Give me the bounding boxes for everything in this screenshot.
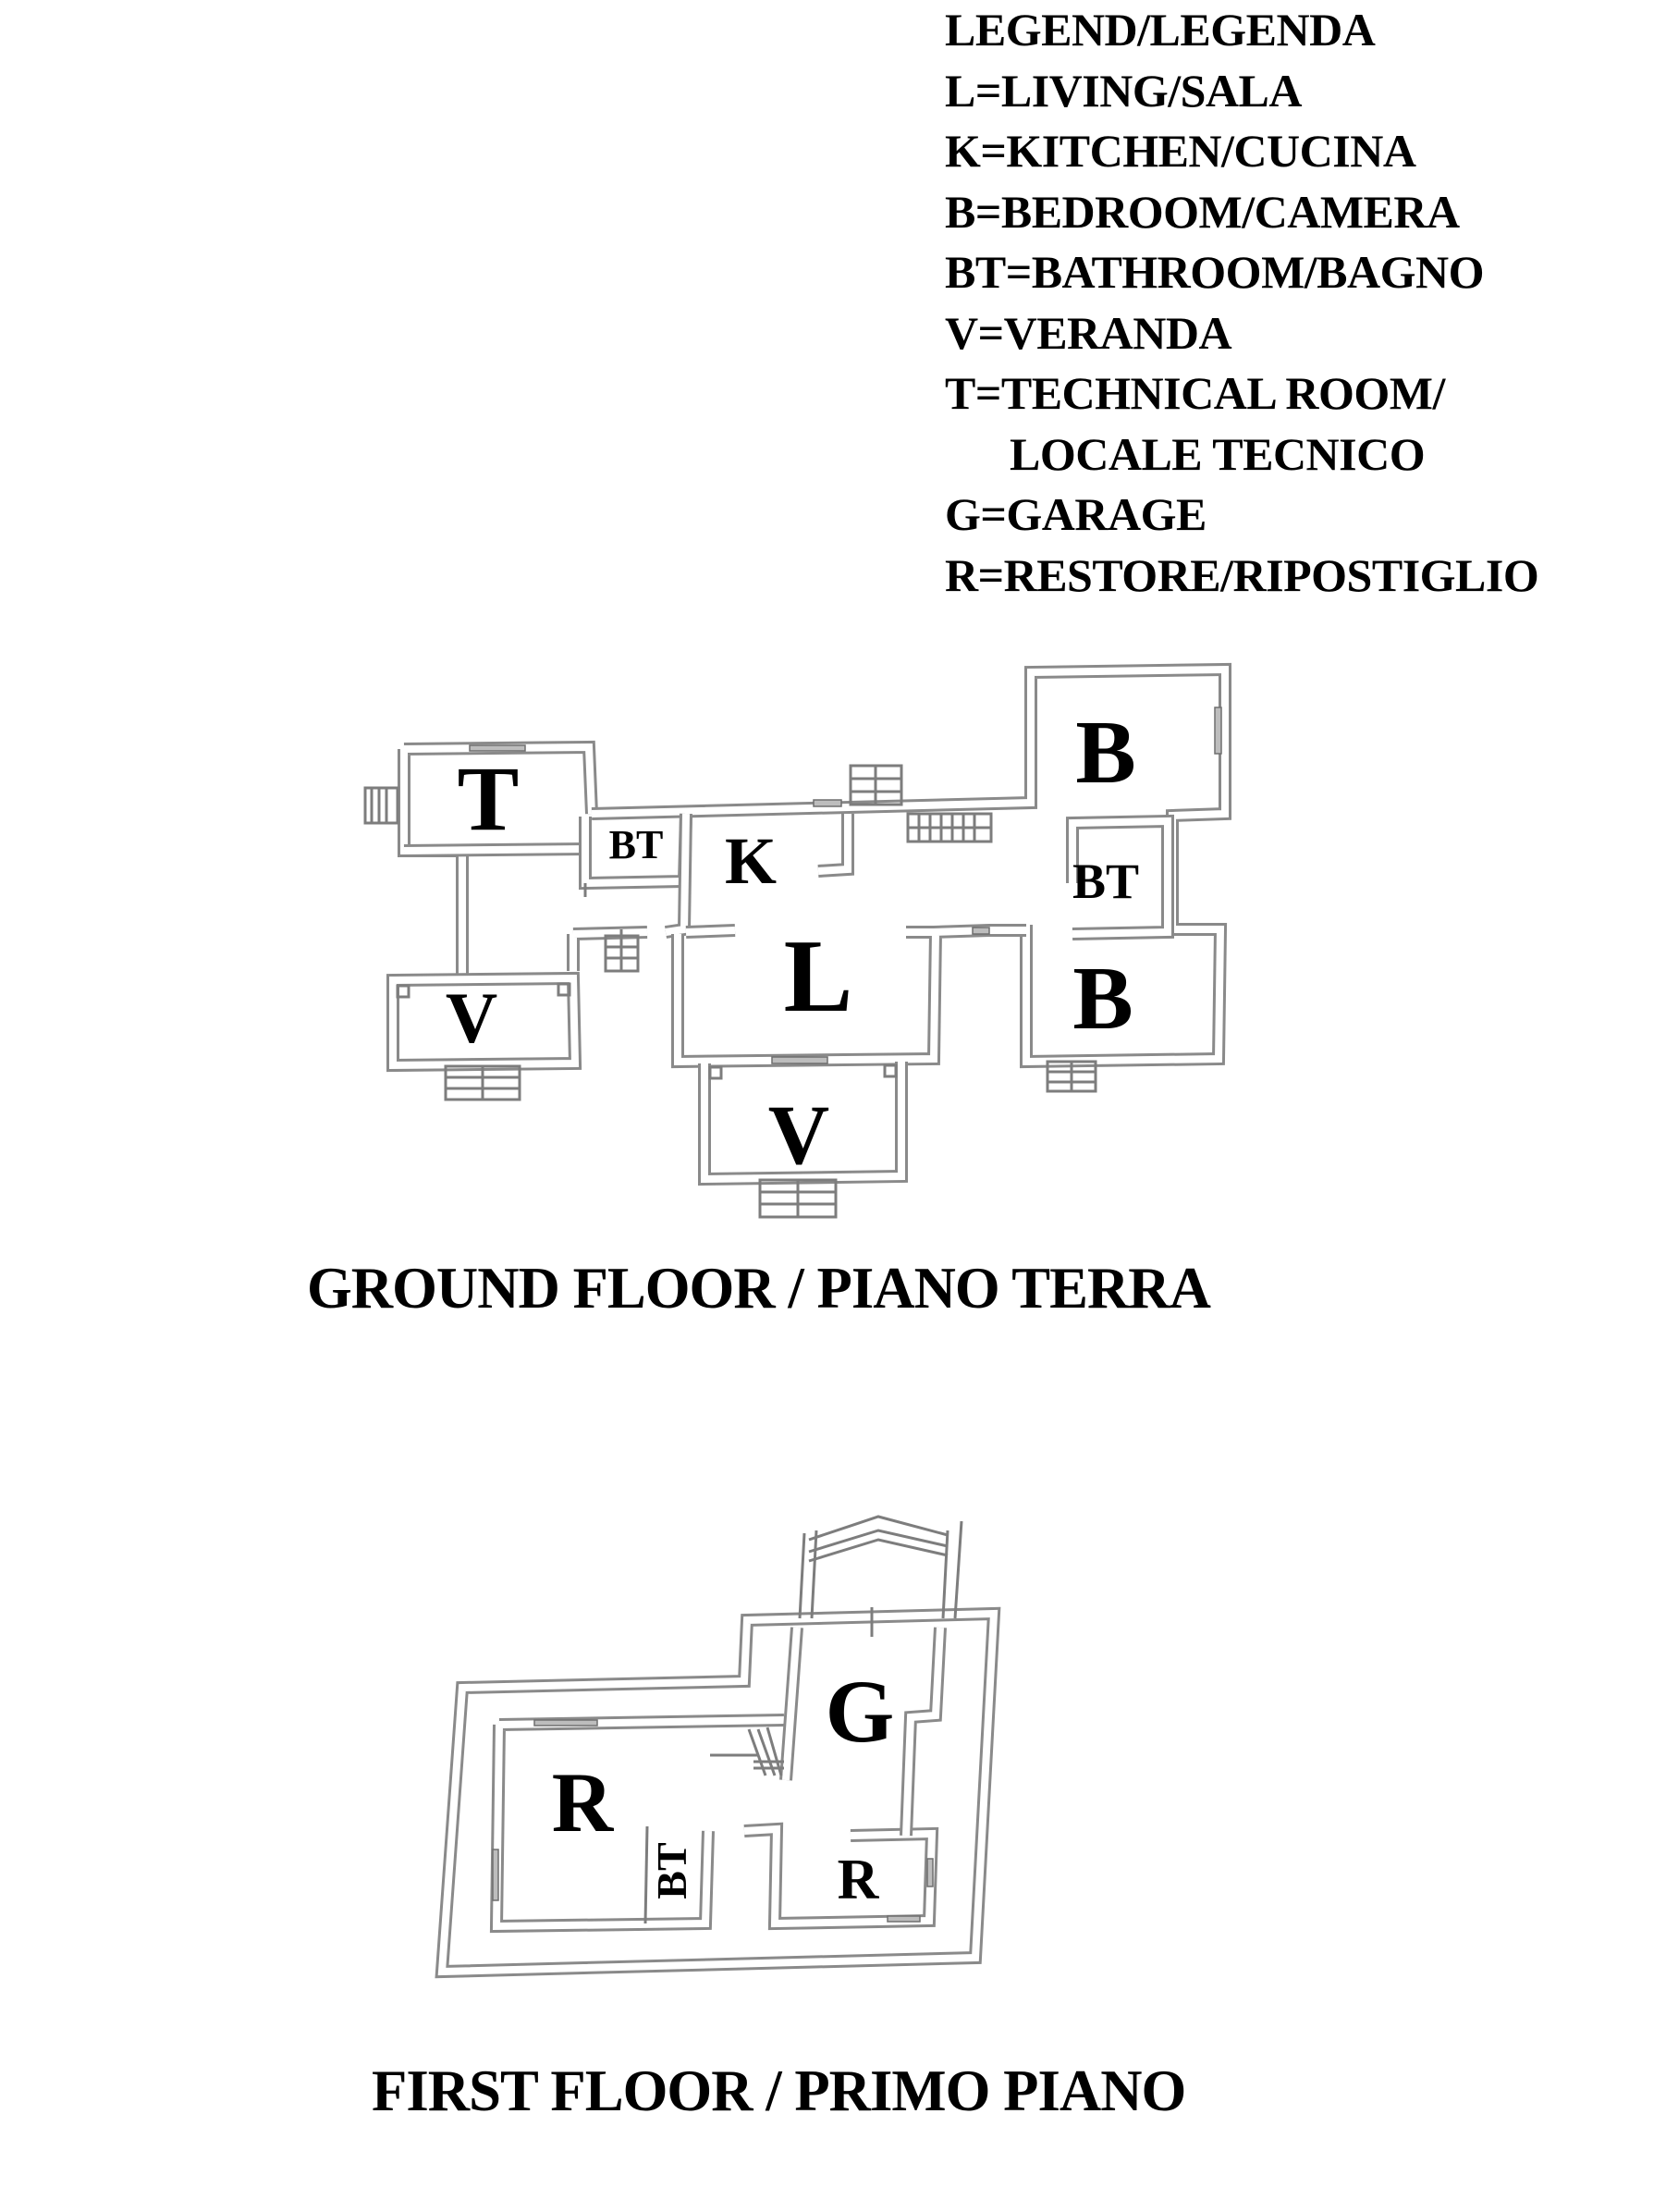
legend-item-restore: R=RESTORE/RIPOSTIGLIO bbox=[945, 548, 1539, 601]
ground-floor-title: GROUND FLOOR / PIANO TERRA bbox=[307, 1255, 1211, 1321]
room-label-kitchen: K bbox=[725, 824, 777, 898]
room-label-bedroom-upper: B bbox=[1075, 703, 1135, 803]
first-floor-plan: R BT G R bbox=[435, 1515, 1001, 1979]
stairs-bedroom bbox=[1046, 1060, 1097, 1093]
legend-item-garage: G=GARAGE bbox=[945, 488, 1207, 540]
legend-item-bathroom: BT=BATHROOM/BAGNO bbox=[945, 246, 1485, 298]
first-floor-stairs bbox=[710, 1727, 784, 1776]
room-label-bathroom-small: BT bbox=[609, 822, 664, 867]
room-label-bedroom-lower: B bbox=[1072, 949, 1133, 1049]
room-label-veranda-center: V bbox=[768, 1088, 829, 1182]
legend-item-technical-room: T=TECHNICAL ROOM/ bbox=[945, 367, 1445, 419]
legend-item-living: L=LIVING/SALA bbox=[945, 64, 1302, 117]
veranda-center-walls bbox=[698, 1062, 908, 1186]
legend-item-kitchen: K=KITCHEN/CUCINA bbox=[945, 125, 1416, 177]
room-label-bathroom: BT bbox=[648, 1842, 695, 1899]
first-floor-outer-walls bbox=[435, 1606, 1001, 1979]
technical-room-walls bbox=[398, 740, 598, 980]
room-label-storage-small: R bbox=[838, 1849, 880, 1911]
legend-title: LEGEND/LEGENDA bbox=[945, 4, 1376, 55]
legend-item-veranda: V=VERANDA bbox=[945, 306, 1232, 359]
ground-floor-plan: T BT K L V V B BT B bbox=[363, 662, 1231, 1219]
bathroom-right-walls bbox=[1066, 814, 1174, 940]
veranda-left-walls bbox=[386, 971, 582, 1073]
legend-item-bedroom: B=BEDROOM/CAMERA bbox=[945, 185, 1460, 238]
first-floor-title: FIRST FLOOR / PRIMO PIANO bbox=[372, 2058, 1186, 2123]
stairs-veranda-left bbox=[444, 1064, 521, 1101]
room-label-garage: G bbox=[826, 1662, 895, 1761]
legend: LEGEND/LEGENDA L=LIVING/SALA K=KITCHEN/C… bbox=[945, 0, 1539, 606]
room-label-living: L bbox=[784, 919, 853, 1034]
legend-item-technical-room-cont: LOCALE TECNICO bbox=[1010, 427, 1426, 480]
stairs-top-entrance bbox=[849, 764, 903, 806]
stairs-side bbox=[604, 929, 640, 973]
stairs-technical bbox=[363, 786, 399, 825]
first-floor-inner-walls bbox=[489, 1627, 947, 1934]
room-label-bathroom-right: BT bbox=[1072, 854, 1139, 909]
room-label-technical: T bbox=[458, 747, 520, 850]
interior-stairs bbox=[906, 812, 993, 843]
room-label-veranda-left: V bbox=[446, 977, 497, 1058]
room-label-storage-large: R bbox=[552, 1755, 615, 1849]
living-kitchen-walls bbox=[567, 813, 1026, 1069]
stairs-veranda-center bbox=[758, 1178, 838, 1219]
balcony bbox=[798, 1515, 963, 1637]
